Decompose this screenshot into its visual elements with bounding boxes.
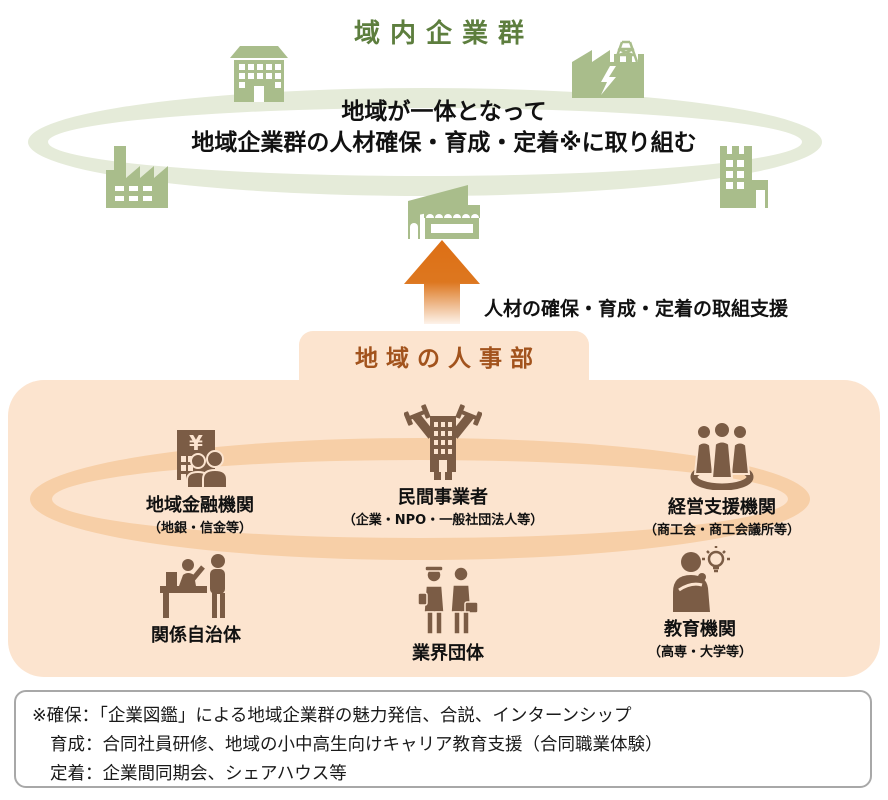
corporate-building-icon (720, 146, 768, 208)
member-name: 経営支援機関 (668, 497, 776, 518)
shop-icon (408, 185, 480, 239)
member-management-support: 経営支援機関 （商工会・商工会議所等） (632, 420, 812, 538)
people-group-icon (690, 421, 754, 490)
factory-icon (106, 146, 168, 208)
member-industry-association: 業界団体 (358, 564, 538, 665)
hr-dept-tab: 地域の人事部 (299, 331, 589, 381)
footnote-line1: ※確保：「企業図鑑」による地域企業群の魅力発信、合説、インターンシップ (32, 706, 632, 726)
network-title: 域内企業群 (353, 19, 534, 49)
goal-line2: 地域企業群の人材確保・育成・定着※に取り組む (191, 130, 697, 156)
member-name: 業界団体 (412, 643, 484, 664)
member-private-business: 民間事業者 （企業・NPO・一般社団法人等） (313, 402, 573, 528)
support-arrow-label: 人材の確保・育成・定着の取組支援 (484, 298, 789, 320)
footnote-line2: 育成：合同社員研修、地域の小中高生向けキャリア教育支援（合同職業体験） (50, 735, 663, 755)
network-goal-text: 地域が一体となって 地域企業群の人材確保・育成・定着※に取り組む (0, 97, 888, 159)
member-subname: （商工会・商工会議所等） (643, 523, 800, 538)
footnote-box: ※確保：「企業図鑑」による地域企業群の魅力発信、合説、インターンシップ 育成：合… (14, 690, 872, 788)
thinking-person-icon (673, 546, 730, 612)
strong-company-icon (404, 404, 482, 480)
member-financial-institution: ¥ 地域金融機関 （地銀・信金等） (110, 430, 290, 536)
svg-text:¥: ¥ (189, 431, 203, 455)
office-building-icon (230, 46, 288, 102)
footnote-line3: 定着：企業間同期会、シェアハウス等 (50, 764, 347, 784)
goal-line1: 地域が一体となって (341, 99, 547, 125)
member-subname: （高専・大学等） (647, 645, 752, 660)
member-name: 地域金融機関 (146, 495, 254, 516)
up-arrow-icon (404, 240, 480, 324)
member-name: 教育機関 (664, 619, 736, 640)
member-subname: （企業・NPO・一般社団法人等） (342, 513, 544, 528)
member-education: 教育機関 （高専・大学等） (610, 546, 790, 660)
service-counter-icon (160, 554, 225, 618)
member-name: 民間事業者 (398, 487, 488, 508)
member-subname: （地銀・信金等） (147, 521, 252, 536)
two-workers-icon (417, 565, 479, 635)
member-name: 関係自治体 (151, 625, 241, 646)
member-municipality: 関係自治体 (106, 554, 286, 647)
bank-icon: ¥ (177, 430, 228, 488)
power-plant-icon (572, 40, 644, 98)
